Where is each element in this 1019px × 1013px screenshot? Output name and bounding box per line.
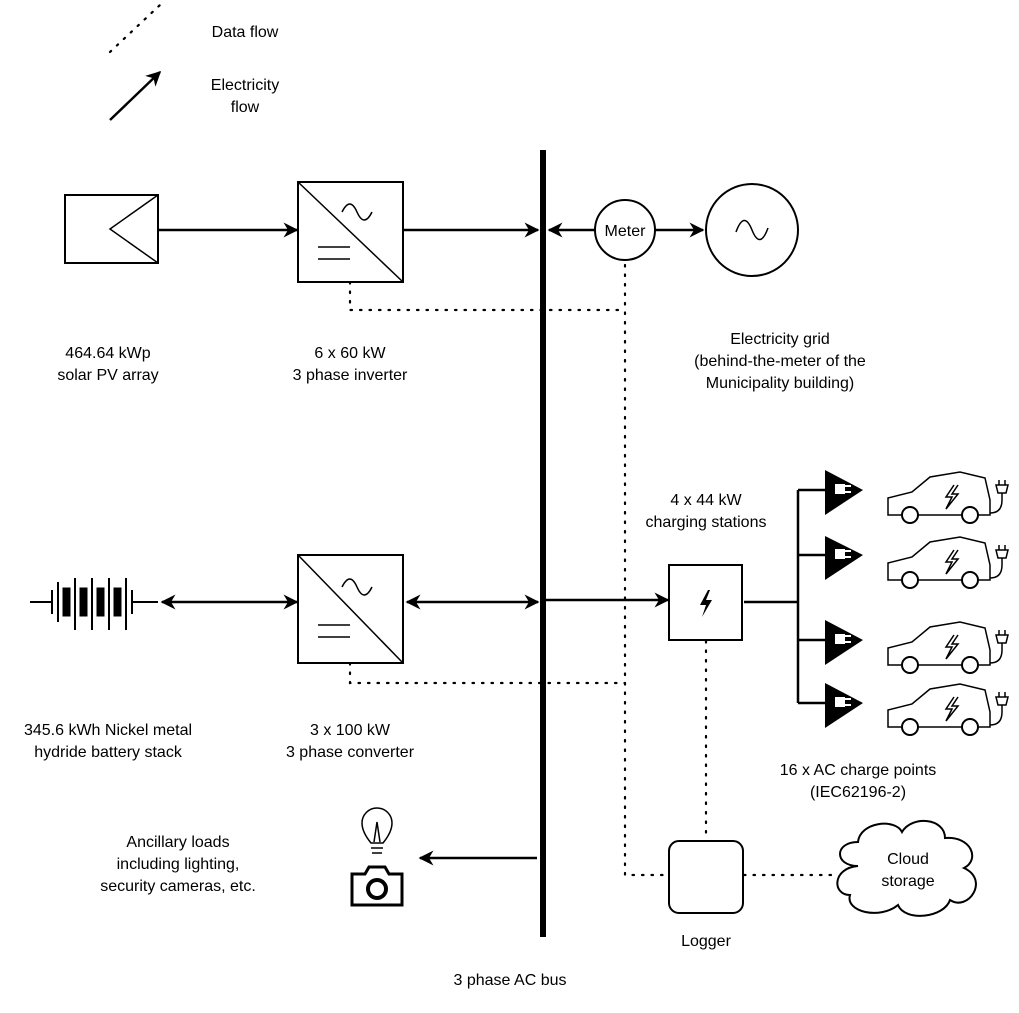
electric-car-icon (887, 536, 991, 581)
converter-icon (297, 554, 404, 664)
logger-label: Logger (681, 933, 731, 950)
cloud-label-1: Cloud (887, 851, 929, 868)
battery-label-2: hydride battery stack (34, 744, 183, 761)
inverter-label-1: 6 x 60 kW (314, 345, 386, 362)
charging-station-icon (668, 564, 743, 641)
electricity-grid-icon (705, 183, 799, 277)
grid-label-2: (behind-the-meter of the (694, 353, 866, 370)
camera-icon (350, 865, 404, 907)
grid-label-1: Electricity grid (730, 331, 830, 348)
light-bulb-icon (361, 807, 393, 854)
legend-electricity-label-2: flow (231, 99, 260, 116)
charge-point-2 (825, 536, 1009, 589)
charging-stations-label-2: charging stations (646, 514, 767, 531)
legend: Data flow Electricity flow (108, 3, 279, 121)
charge-points-label-1: 16 x AC charge points (780, 762, 937, 779)
charge-point-4 (825, 683, 1009, 736)
loads-label-2: including lighting, (117, 856, 240, 873)
ac-bus-label: 3 phase AC bus (454, 972, 567, 989)
grid-label-3: Municipality building) (706, 375, 855, 392)
meter-label: Meter (605, 223, 647, 240)
electric-car-icon (887, 621, 991, 666)
pv-label-1: 464.64 kWp (65, 345, 150, 362)
charge-point-3 (825, 620, 1009, 674)
legend-electricity-arrow (109, 70, 162, 121)
cloud-label-2: storage (881, 873, 934, 890)
charge-points-label-2: (IEC62196-2) (810, 784, 906, 801)
logger-box (668, 840, 744, 914)
legend-data-flow-line (108, 3, 162, 54)
battery-label-1: 345.6 kWh Nickel metal (24, 722, 192, 739)
legend-electricity-label-1: Electricity (211, 77, 279, 94)
pv-label-2: solar PV array (57, 367, 158, 384)
inverter-label-2: 3 phase inverter (293, 367, 408, 384)
inverter-icon (297, 181, 404, 283)
converter-label-2: 3 phase converter (286, 744, 415, 761)
electric-car-icon (887, 471, 991, 516)
charging-stations-label-1: 4 x 44 kW (670, 492, 742, 509)
loads-label-1: Ancillary loads (126, 834, 229, 851)
loads-label-3: security cameras, etc. (100, 878, 256, 895)
meter-icon (594, 199, 656, 261)
charge-point-1 (825, 470, 1009, 524)
cloud-storage-icon (836, 819, 977, 917)
legend-data-flow-label: Data flow (212, 24, 279, 41)
solar-pv-array-icon (64, 194, 159, 264)
data-flow-lines (348, 263, 840, 877)
electricity-wires (158, 222, 825, 866)
converter-label-1: 3 x 100 kW (310, 722, 391, 739)
electric-car-icon (887, 683, 991, 728)
battery-icon (30, 578, 158, 630)
